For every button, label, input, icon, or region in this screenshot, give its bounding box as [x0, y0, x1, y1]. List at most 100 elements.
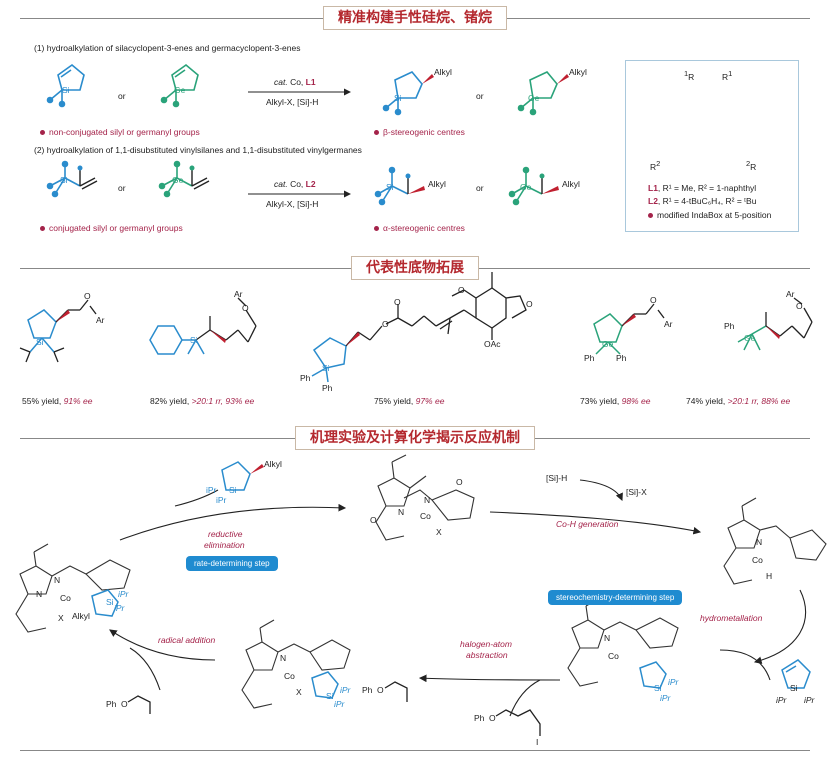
substrate-yield: 73% yield, 98% ee	[580, 396, 651, 406]
si-atom: Si	[394, 93, 402, 103]
condition-bottom: Alkyl-X, [Si]-H	[266, 199, 319, 209]
wedge-bond	[542, 186, 559, 194]
ge-atom: Ge	[520, 182, 532, 192]
si-atom: Si	[106, 597, 114, 607]
step-label: hydrometallation	[700, 613, 763, 623]
bottom-divider	[20, 750, 810, 751]
ar-group: Ar	[786, 289, 795, 299]
ge-atom: Ge	[174, 85, 186, 95]
alkyl-label: Alkyl	[264, 459, 282, 469]
alkyl-label: Alkyl	[72, 611, 90, 621]
substrate-2-icon	[149, 325, 205, 355]
sds-badge: stereochemistry-determining step	[548, 590, 683, 605]
co-atom: Co	[284, 671, 295, 681]
vinylgermane-icon	[158, 160, 193, 198]
n-atom: N	[280, 653, 287, 663]
note: conjugated silyl or germanyl groups	[40, 223, 183, 233]
ph-group: Ph	[300, 373, 311, 383]
alkyl-label: Alkyl	[569, 67, 587, 77]
ge-atom: Ge	[528, 93, 540, 103]
note: α-stereogenic centres	[374, 223, 465, 233]
si-atom: Si	[60, 175, 68, 185]
co-atom: Co	[420, 511, 431, 521]
row1-title: (1) hydroalkylation of silacyclopent-3-e…	[34, 43, 301, 53]
substrate-1-icon	[27, 309, 57, 353]
alkyl-label: Alkyl	[562, 179, 580, 189]
section-title: 机理实验及计算化学揭示反应机制	[295, 426, 535, 450]
wedge-bond	[408, 186, 425, 194]
rds-badge: rate-determining step	[186, 556, 278, 571]
o-atom: O	[84, 291, 91, 301]
n-atom: N	[36, 589, 43, 599]
section-header-1: 精准构建手性硅烷、锗烷	[0, 6, 830, 30]
co-complex-right	[723, 497, 827, 585]
iodine-atom: I	[536, 737, 539, 747]
silacyclopentene-icon	[781, 659, 811, 689]
si-atom: Si	[386, 182, 394, 192]
o-atom: O	[382, 319, 389, 329]
sih-label: [Si]-H	[546, 473, 568, 483]
ipr-label: iPr	[340, 685, 351, 695]
row2-title: (2) hydroalkylation of 1,1-disubstituted…	[34, 145, 362, 155]
o-atom: O	[796, 301, 803, 311]
o-atom: O	[370, 515, 377, 525]
si-atom: Si	[229, 485, 237, 495]
section-title: 代表性底物拓展	[351, 256, 479, 280]
ge-atom: Ge	[744, 333, 756, 343]
silolane-product-icon	[382, 71, 423, 116]
six-label: [Si]-X	[626, 487, 647, 497]
ph-group: Ph	[474, 713, 485, 723]
ipr-label: iPr	[216, 495, 227, 505]
co-atom: Co	[608, 651, 619, 661]
note: non-conjugated silyl or germanyl groups	[40, 127, 200, 137]
ph-group: Ph	[724, 321, 735, 331]
step-label: reductive	[208, 529, 243, 539]
wedge-bond	[557, 74, 569, 84]
ipr-label: iPr	[776, 695, 787, 705]
section-title: 精准构建手性硅烷、锗烷	[323, 6, 507, 30]
co-atom: Co	[60, 593, 71, 603]
o-atom: O	[489, 713, 496, 723]
si-atom: Si	[62, 85, 70, 95]
h-ligand: H	[766, 571, 773, 581]
step-label: elimination	[204, 540, 245, 550]
vinylsilane-icon	[46, 160, 81, 198]
ge-atom: Ge	[602, 339, 614, 349]
condition-top: cat. Co, L2	[274, 179, 316, 189]
silacyclopentene-icon	[46, 63, 85, 108]
n-atom: N	[54, 575, 61, 585]
ipr-label: iPr	[206, 485, 217, 495]
co-complex-bottom-right	[567, 597, 679, 687]
ligand-box	[625, 60, 799, 232]
substrate-yield: 75% yield, 97% ee	[374, 396, 445, 406]
or-label: or	[118, 183, 126, 193]
o-atom: O	[456, 477, 463, 487]
substrate-5-icon	[737, 325, 767, 351]
substrate-yield: 82% yield, >20:1 rr, 93% ee	[150, 396, 255, 406]
step-label: halogen-atom	[460, 639, 512, 649]
substrate-yield: 55% yield, 91% ee	[22, 396, 93, 406]
r1-label: R1	[722, 69, 733, 82]
alpha-germane-product-icon	[508, 166, 543, 206]
substrate-3-icon	[311, 337, 347, 383]
germolane-product-icon	[517, 71, 558, 116]
si-atom: Si	[322, 363, 330, 373]
o-atom: O	[242, 303, 249, 313]
o-atom: O	[121, 699, 128, 709]
alkyl-label: Alkyl	[434, 67, 452, 77]
condition-bottom: Alkyl-X, [Si]-H	[266, 97, 319, 107]
si-atom: Si	[190, 335, 198, 345]
o-atom: O	[377, 685, 384, 695]
ar-group: Ar	[96, 315, 105, 325]
germacyclopentene-icon	[160, 63, 199, 108]
ligand-l2: L2, R¹ = 4-tBuC₆H₄, R² = ᵗBu	[648, 196, 757, 206]
or-label: or	[118, 91, 126, 101]
r2-label: 2R	[746, 159, 757, 172]
si-atom: Si	[326, 691, 334, 701]
n-atom: N	[398, 507, 405, 517]
co-complex-bottom-left	[241, 619, 351, 709]
o-atom: O	[526, 299, 533, 309]
ph-group: Ph	[362, 685, 373, 695]
co-complex-top	[375, 454, 475, 541]
silolane-product-icon	[221, 461, 251, 491]
